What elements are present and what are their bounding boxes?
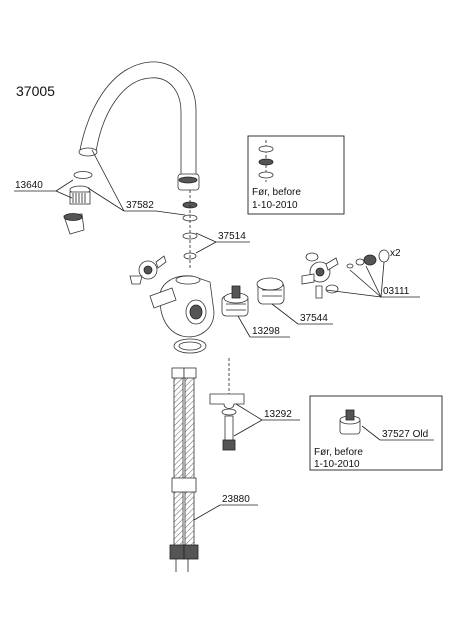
- label-37582: 37582: [126, 200, 154, 211]
- aerator-parts: [63, 171, 93, 235]
- label-03111: 03111: [383, 286, 410, 297]
- inset-old-seals: Før, before 1-10-2010: [247, 135, 345, 215]
- base-oring-inner: [178, 341, 202, 351]
- label-37544: 37544: [300, 313, 328, 324]
- label-13292: 13292: [264, 409, 292, 420]
- mounting-kit: [209, 358, 245, 451]
- spout-seals: [182, 190, 198, 270]
- label-13298: 13298: [252, 326, 280, 337]
- inset-old-cartridge: 37527 Old Før, before 1-10-2010: [309, 395, 443, 471]
- right-handle: [301, 249, 390, 299]
- inset-bottom-part: 37527 Old: [382, 429, 428, 440]
- inset-top-line2: 1-10-2010: [252, 200, 298, 211]
- inset-top-line1: Før, before: [252, 187, 301, 198]
- label-37514: 37514: [218, 231, 246, 242]
- label-13640: 13640: [15, 180, 43, 191]
- label-multiplier: x2: [390, 248, 401, 259]
- left-handle: [129, 255, 167, 285]
- inset-bottom-line1: Før, before: [314, 447, 363, 458]
- inset-bottom-line2: 1-10-2010: [314, 459, 360, 470]
- spout: [78, 61, 200, 191]
- cartridge: [221, 285, 249, 317]
- cap: [256, 277, 285, 305]
- supply-hoses: [169, 367, 199, 572]
- leader-lines: [14, 149, 420, 521]
- faucet-body: [149, 275, 215, 338]
- label-23880: 23880: [222, 494, 250, 505]
- product-number: 37005: [16, 83, 55, 99]
